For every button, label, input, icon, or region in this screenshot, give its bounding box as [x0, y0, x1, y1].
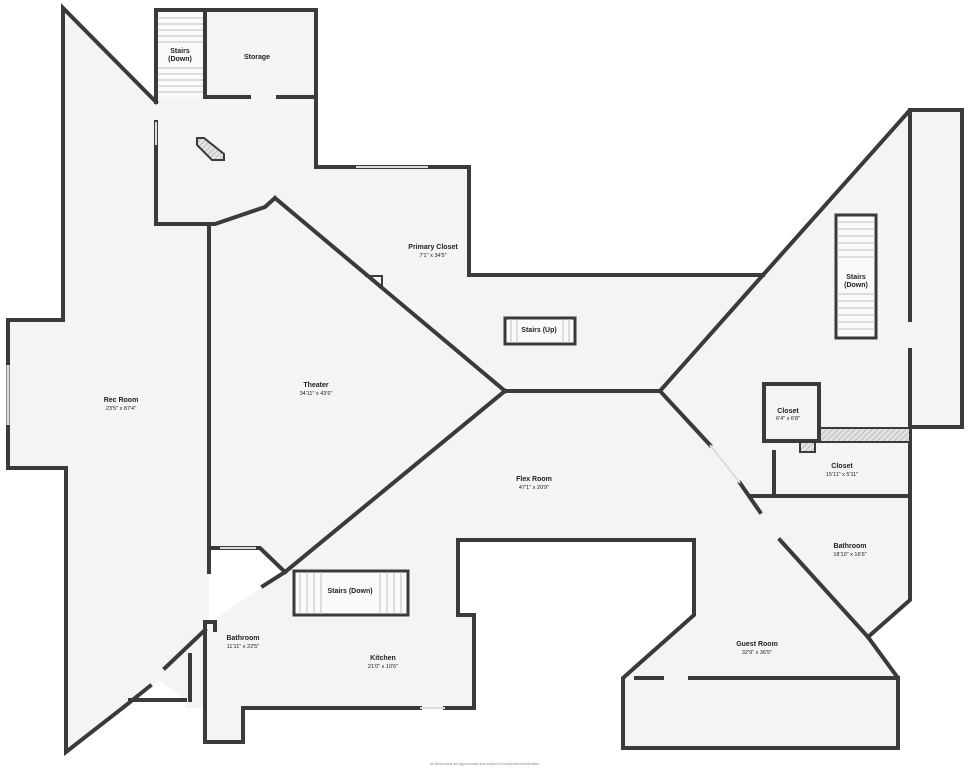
room-labels: Stairs (Down) Storage Primary Closet 7'1… — [104, 48, 868, 766]
floor-fills — [8, 8, 962, 752]
room-name: Guest Room — [736, 641, 778, 648]
room-name: (Down) — [844, 282, 868, 289]
stairs-down-right-icon — [834, 213, 878, 340]
room-name: Kitchen — [370, 655, 396, 662]
plan-footnote: All dimensions are approximate and subje… — [430, 762, 541, 766]
stairs-down-top-icon — [158, 12, 203, 97]
room-dims: 34'11" x 43'6" — [300, 391, 333, 397]
room-dims: 47'1" x 20'9" — [519, 485, 549, 491]
room-name: Closet — [831, 463, 853, 470]
room-dims: 21'0" x 10'6" — [368, 664, 398, 670]
room-name: Bathroom — [226, 635, 259, 642]
room-name: Closet — [777, 408, 799, 415]
room-dims: 6'4" x 6'8" — [776, 416, 800, 422]
stairs-down-bottom-icon — [292, 569, 410, 617]
room-name: Stairs (Up) — [521, 327, 556, 334]
walls — [6, 3, 964, 757]
room-dims: 18'10" x 16'6" — [833, 552, 866, 558]
room-dims: 7'1" x 34'5" — [419, 253, 446, 259]
room-name: Storage — [244, 54, 270, 61]
room-name: Flex Room — [516, 476, 552, 483]
room-dims: 11'11" x 22'5" — [227, 644, 259, 650]
room-name: Rec Room — [104, 397, 139, 404]
room-name: Primary Closet — [408, 244, 458, 251]
room-name: Stairs (Down) — [327, 588, 372, 595]
door-openings — [155, 94, 741, 709]
room-name: Stairs — [846, 274, 866, 281]
room-name: Stairs — [170, 48, 190, 55]
room-name: Theater — [303, 382, 329, 389]
room-dims: 23'5" x 87'4" — [106, 406, 136, 412]
room-dims: 15'11" x 5'11" — [826, 472, 858, 478]
room-name: Bathroom — [833, 543, 866, 550]
stairs-up-icon — [503, 316, 577, 346]
room-dims: 32'9" x 36'5" — [742, 650, 772, 656]
room-name: (Down) — [168, 56, 192, 63]
